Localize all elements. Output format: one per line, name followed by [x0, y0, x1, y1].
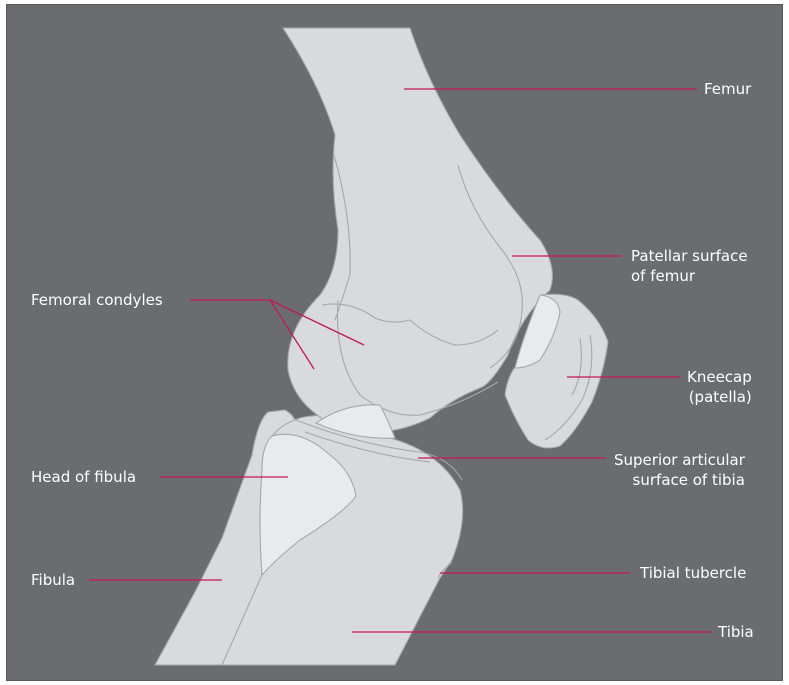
femoral-condyles-label: Femoral condyles	[31, 290, 163, 310]
patellar-surface-label-line1: Patellar surface	[631, 246, 748, 266]
superior-articular-label-line2: surface of tibia	[614, 470, 745, 490]
kneecap-label-line1: Kneecap	[687, 367, 752, 387]
kneecap-label-line2: (patella)	[687, 387, 752, 407]
patellar-surface-label: Patellar surface of femur	[631, 246, 748, 286]
femur-label: Femur	[704, 79, 751, 99]
tibial-tubercle-label: Tibial tubercle	[640, 563, 746, 583]
superior-articular-label: Superior articular surface of tibia	[614, 450, 745, 490]
superior-articular-label-line1: Superior articular	[614, 450, 745, 470]
fibula-label: Fibula	[31, 570, 75, 590]
kneecap-label: Kneecap (patella)	[687, 367, 752, 407]
patellar-surface-label-line2: of femur	[631, 266, 748, 286]
tibia-label: Tibia	[718, 622, 754, 642]
head-of-fibula-label: Head of fibula	[31, 467, 136, 487]
